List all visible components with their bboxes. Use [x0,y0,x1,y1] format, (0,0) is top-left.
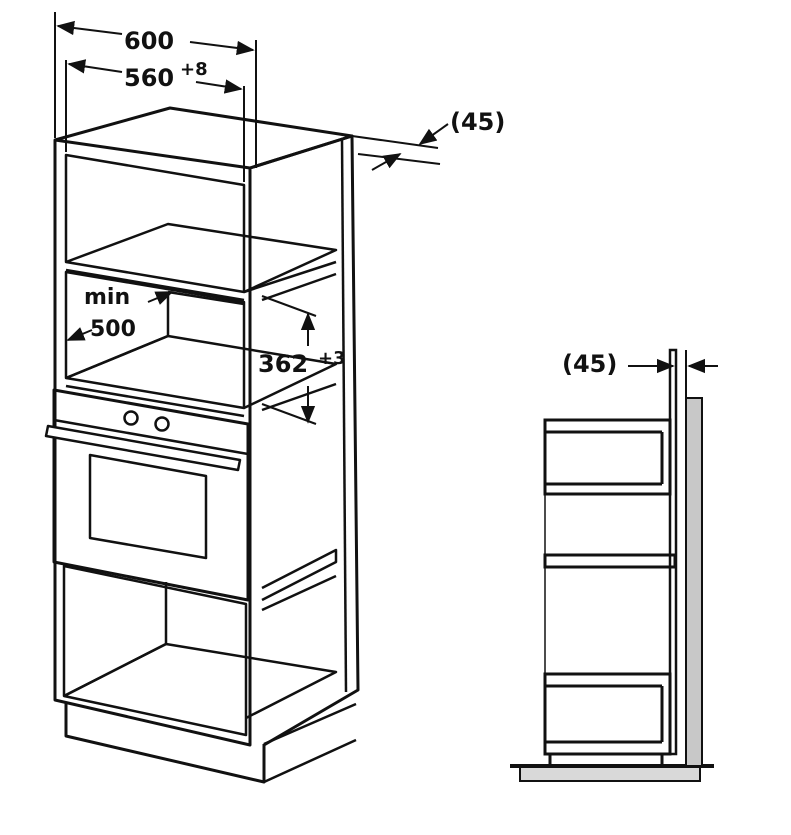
rear-gap-ext-1 [351,135,439,149]
back-wall [685,397,703,767]
oven-knob-left-icon [123,410,139,426]
niche-floor-edge [65,384,245,418]
side-panel-edge [340,139,348,693]
lower-floor [63,642,338,720]
dim-560-left-arrow [67,59,123,74]
cabinet-top [53,106,354,170]
lower-compartment [62,564,248,737]
label-niche-height-tolerance: +3 [318,348,346,369]
dimension-lines-left [54,12,449,425]
lower-back-wall [63,582,168,698]
cabinet-back-panel [668,348,678,756]
label-rear-gap-side: (45) [562,350,617,378]
niche-floor [65,334,338,410]
dim-600-right-arrow [189,40,255,56]
rear-gap-arrow-top [418,123,449,146]
niche-back-top [167,290,245,306]
niche-side-lower [261,382,337,412]
label-niche-width-tolerance: +8 [180,59,208,80]
lower-side-edge [261,574,337,612]
cabinet-side-outline [249,134,360,747]
oven-body [52,388,250,602]
rear-gap-arrow-bottom [371,153,402,171]
oven-window [88,453,208,560]
upper-shelf-edge [65,268,245,302]
dim-600-left-arrow [56,20,123,36]
oven-side-shelf [261,548,338,602]
label-min-depth: 500 [90,317,136,342]
min-depth-arrow-bottom [66,327,93,341]
label-total-width: 600 [124,27,174,55]
dim-560-right-arrow [195,79,243,94]
section-middle-shelf [543,553,677,569]
min-depth-arrow-top [147,291,174,305]
upper-compartment [64,153,246,294]
side-section-view: (45) [510,348,718,782]
label-niche-width: 560 [124,64,174,92]
label-rear-gap-top: (45) [450,108,505,136]
oven-control-panel-edge [53,418,249,456]
tall-cabinet [44,106,360,784]
upper-shelf [65,222,338,294]
plinth-side [263,738,357,784]
oven-knob-right-icon [154,416,170,432]
label-min: min [84,285,130,310]
upper-shelf-front [243,260,337,294]
niche-side-upper [261,272,337,302]
plinth-side-top [263,702,357,746]
ext-line-362-top [261,295,317,317]
label-niche-height: 362 [258,350,308,378]
oven-door-handle [44,424,242,472]
cabinet-plinth [64,702,266,784]
dimension-labels-left: 600 560 +8 (45) min 500 362 +3 [84,27,505,378]
